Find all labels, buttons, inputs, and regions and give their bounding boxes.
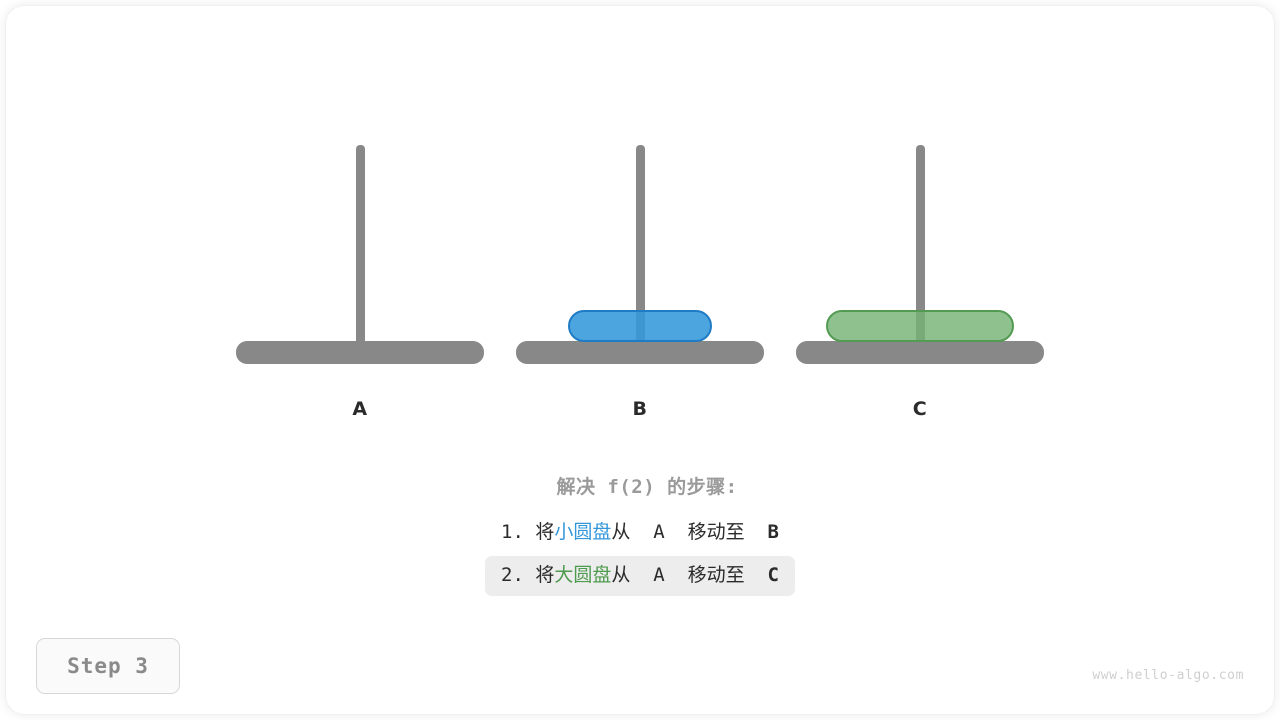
step-middle: 从 A 移动至 [611,521,768,543]
step-disk-word: 大圆盘 [554,563,612,586]
step-spacer [524,564,535,586]
pole-a [355,145,365,345]
peg-label-a: A [352,398,368,420]
peg-label-b: B [632,398,648,420]
step-list: 1. 将小圆盘从 A 移动至 B 2. 将大圆盘从 A 移动至 C [0,513,1280,599]
step-badge: Step 3 [36,638,180,694]
pole-c [915,145,925,345]
pole-b [635,145,645,345]
steps-title: 解决 f(2) 的步骤: [556,476,738,498]
base-a [236,341,484,364]
step-disk-word: 小圆盘 [554,521,612,543]
tower-c: C [790,0,1050,440]
step-index: 1. [501,521,524,543]
step-prefix: 将 [535,563,555,586]
tower-a: A [230,0,490,440]
disk-small [568,310,712,342]
step-row: 2. 将大圆盘从 A 移动至 C [485,555,795,596]
step-middle: 从 A 移动至 [611,563,768,586]
base-b [516,341,764,364]
step-target-peg: B [767,521,779,543]
caption-block: 解决 f(2) 的步骤: 1. 将小圆盘从 A 移动至 B 2. 将大圆盘从 A… [0,472,1280,599]
base-c [796,341,1044,364]
watermark: www.hello-algo.com [1092,668,1244,683]
peg-label-c: C [912,398,928,420]
step-row: 1. 将小圆盘从 A 移动至 B [485,513,795,553]
step-index: 2. [501,563,524,586]
disk-large [826,310,1014,342]
step-target-peg: C [767,563,779,586]
tower-b: B [510,0,770,440]
step-spacer [524,521,535,543]
step-prefix: 将 [535,521,555,543]
